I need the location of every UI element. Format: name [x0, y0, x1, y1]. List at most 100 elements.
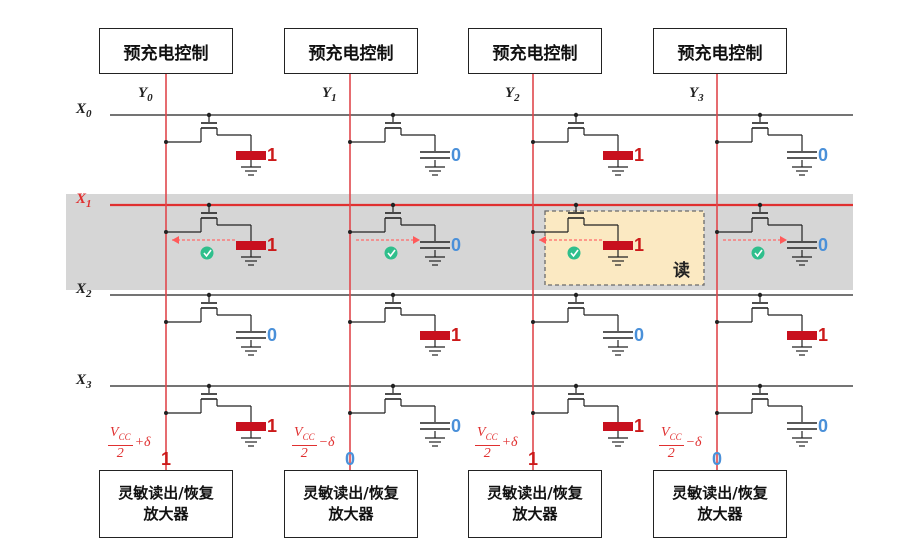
column-label-sub: 3: [698, 92, 704, 104]
amplifier-output-bit-2: 1: [527, 449, 538, 469]
row-label-x0: X0: [76, 101, 92, 120]
check-icon: [567, 246, 581, 260]
amplifier-label-line2: 放大器: [697, 505, 743, 523]
check-mark: [203, 249, 212, 258]
cell-bit-value: 1: [451, 325, 462, 345]
capacitor-charged: [236, 151, 266, 160]
fraction-denominator: 2: [300, 445, 308, 461]
precharge-control-box-0: 预充电控制: [99, 28, 233, 74]
bit-line-voltage-label-0: VCC 2 +δ: [108, 425, 151, 461]
row-label-sub: 3: [86, 379, 92, 391]
capacitor-charged: [236, 422, 266, 431]
row-label-name: X: [76, 281, 87, 297]
bit-line-junction: [715, 140, 719, 144]
word-line-junction: [757, 292, 763, 298]
arrow-head-right: [780, 236, 787, 244]
amplifier-output-bit-1: 0: [344, 449, 355, 469]
capacitor-charged: [787, 331, 817, 340]
bit-line-junction: [348, 230, 352, 234]
fraction: VCC 2: [475, 425, 500, 461]
cell-bit-value: 0: [818, 235, 829, 255]
row-label-x2: X2: [76, 281, 92, 300]
fraction-denominator: 2: [483, 445, 491, 461]
capacitor-charged: [236, 241, 266, 250]
bit-line-junction: [531, 320, 535, 324]
voltage-subscript: CC: [302, 431, 315, 442]
sense-amplifier-box-3: 灵敏读出/恢复放大器: [653, 470, 787, 538]
arrow-head-right: [413, 236, 420, 244]
sense-amplifier-box-0: 灵敏读出/恢复放大器: [99, 470, 233, 538]
word-line-junction: [757, 202, 763, 208]
voltage-delta: +δ: [501, 434, 518, 450]
column-label-y3: Y3: [689, 85, 704, 104]
voltage-symbol: V: [110, 425, 119, 440]
voltage-symbol: V: [477, 425, 486, 440]
voltage-subscript: CC: [485, 431, 498, 442]
word-line-junction: [573, 383, 579, 389]
arrow-head-left: [172, 236, 179, 244]
word-line-junction: [573, 292, 579, 298]
fraction-denominator: 2: [116, 445, 124, 461]
cell-bit-value: 1: [267, 235, 278, 255]
voltage-subscript: CC: [669, 431, 682, 442]
arrow-head-left: [539, 236, 546, 244]
row-label-sub: 0: [86, 108, 92, 120]
voltage-subscript: CC: [118, 431, 131, 442]
column-label-sub: 1: [331, 92, 337, 104]
word-line-junction: [206, 112, 212, 118]
row-label-x3: X3: [76, 372, 92, 391]
column-label-y1: Y1: [322, 85, 337, 104]
sense-amplifier-box-1: 灵敏读出/恢复放大器: [284, 470, 418, 538]
amplifier-output-bit-3: 0: [711, 449, 722, 469]
word-line-junction: [757, 112, 763, 118]
voltage-delta: +δ: [134, 434, 151, 450]
row-label-name: X: [76, 101, 87, 117]
row-label-sub: 1: [86, 198, 92, 210]
cell-bit-value: 0: [267, 325, 278, 345]
capacitor-charged: [603, 422, 633, 431]
bit-line-junction: [164, 230, 168, 234]
column-label-name: Y: [138, 85, 148, 101]
amplifier-label-line2: 放大器: [512, 505, 558, 523]
precharge-control-box-3: 预充电控制: [653, 28, 787, 74]
fraction-denominator: 2: [667, 445, 675, 461]
cell-bit-value: 0: [451, 416, 462, 436]
precharge-control-box-2: 预充电控制: [468, 28, 602, 74]
word-line-junction: [390, 383, 396, 389]
voltage-symbol: V: [294, 425, 303, 440]
voltage-delta: −δ: [318, 434, 335, 450]
cell-bit-value: 1: [267, 416, 278, 436]
voltage-symbol: V: [661, 425, 670, 440]
bit-line-junction: [531, 140, 535, 144]
word-line-junction: [757, 383, 763, 389]
row-label-sub: 2: [86, 288, 92, 300]
bit-line-junction: [531, 411, 535, 415]
word-line-junction: [206, 383, 212, 389]
column-label-sub: 0: [147, 92, 153, 104]
word-line-junction: [390, 292, 396, 298]
check-icon: [384, 246, 398, 260]
row-label-x1: X1: [76, 191, 92, 210]
check-mark: [570, 249, 579, 258]
word-line-junction: [390, 202, 396, 208]
column-label-y2: Y2: [505, 85, 520, 104]
amplifier-label-line1: 灵敏读出/恢复: [487, 484, 583, 502]
cell-bit-value: 0: [634, 325, 645, 345]
check-icon: [200, 246, 214, 260]
check-mark: [387, 249, 396, 258]
column-label-name: Y: [505, 85, 515, 101]
sense-amplifier-box-2: 灵敏读出/恢复放大器: [468, 470, 602, 538]
fraction-numerator: VCC: [292, 425, 317, 446]
amplifier-label-line1: 灵敏读出/恢复: [303, 484, 399, 502]
cell-bit-value: 0: [818, 416, 829, 436]
bit-line-junction: [164, 140, 168, 144]
cell-bit-value: 0: [451, 235, 462, 255]
cell-bit-value: 1: [634, 235, 645, 255]
word-line-junction: [390, 112, 396, 118]
row-label-name: X: [76, 191, 87, 207]
